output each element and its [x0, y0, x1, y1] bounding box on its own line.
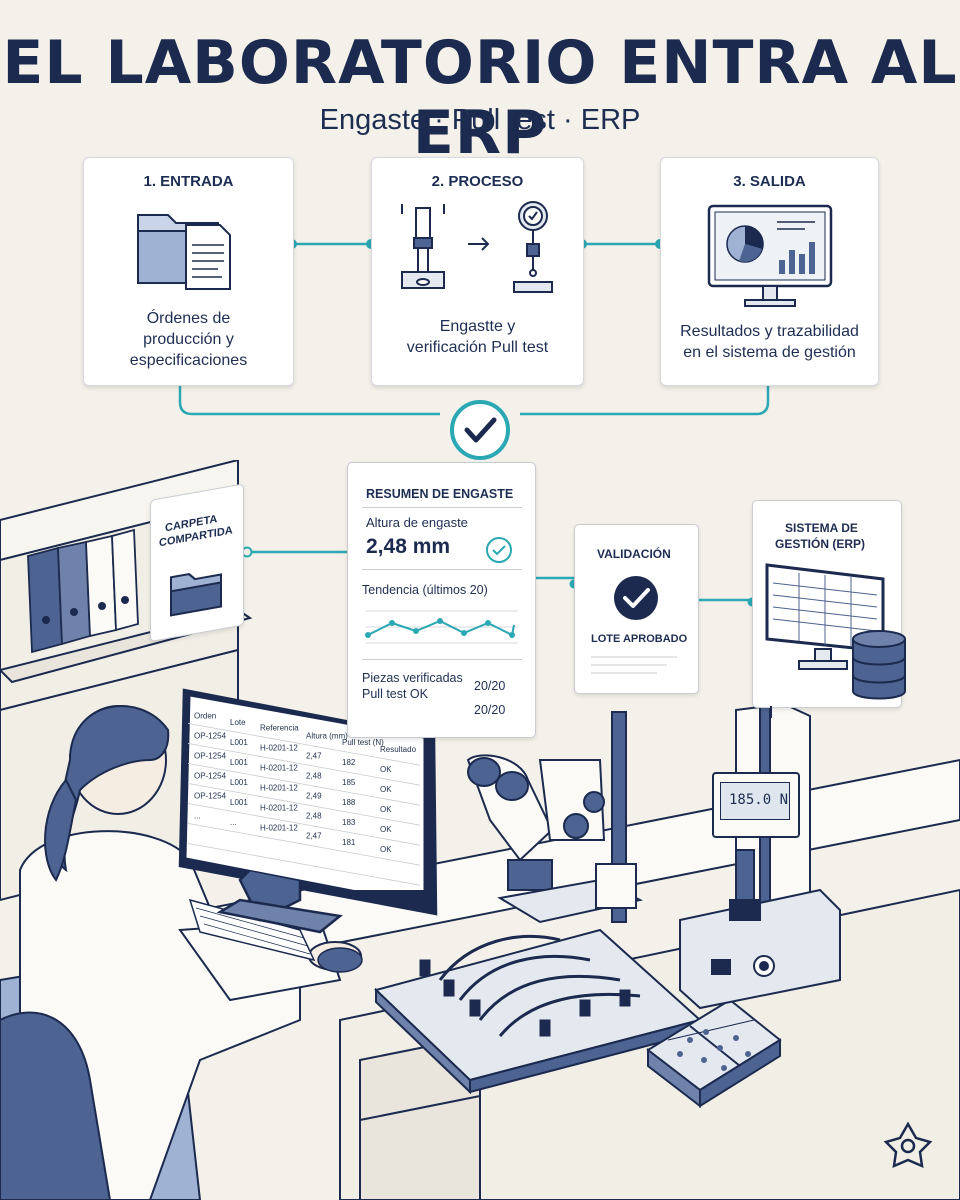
table-cell: OK [380, 845, 392, 854]
table-header-cell: Pull test (N) [342, 738, 384, 747]
summary-divider-2 [362, 569, 522, 570]
table-cell: H-0201-12 [260, 783, 298, 792]
brand-logo-icon [883, 1121, 933, 1169]
step-entrada-title: 1. ENTRADA [143, 173, 234, 190]
step-salida-card: 3. SALIDA Resultados y trazabilidad en e… [660, 157, 879, 386]
folder-icon [170, 573, 222, 617]
force-gauge: 185.0 N [712, 772, 800, 838]
lab-illustration [0, 460, 960, 1200]
table-cell: 2,47 [306, 832, 322, 841]
step-entrada-text-3: especificaciones [129, 352, 248, 369]
erp-title-2: GESTIÓN (ERP) [775, 537, 866, 551]
step-salida-text-1: Resultados y trazabilidad [680, 323, 859, 340]
table-cell: ... [194, 812, 201, 821]
step-proceso-title: 2. PROCESO [431, 173, 524, 190]
table-row-line [187, 843, 421, 886]
table-cell: H-0201-12 [260, 823, 298, 832]
table-cell: 181 [342, 838, 356, 847]
table-cell: L001 [230, 778, 248, 787]
table-header-cell: Resultado [380, 745, 417, 754]
pieces-value: 20/20 [474, 679, 506, 693]
table-cell: OK [380, 785, 392, 794]
trend-sparkline [365, 610, 518, 644]
table-header-cell: Lote [230, 718, 246, 727]
erp-monitor-icon [765, 563, 885, 670]
table-cell: OP-1254 [194, 752, 227, 761]
table-cell: OP-1254 [194, 772, 227, 781]
step-salida-text-2: en el sistema de gestión [683, 344, 856, 361]
table-cell: 183 [342, 818, 356, 827]
table-cell: OP-1254 [194, 792, 227, 801]
erp-panel: SISTEMA DE GESTIÓN (ERP) [752, 500, 906, 708]
step-entrada-text-1: Órdenes de [146, 310, 231, 327]
database-icon [852, 630, 906, 700]
table-cell: OK [380, 765, 392, 774]
trend-label: Tendencia (últimos 20) [362, 583, 488, 597]
table-cell: OK [380, 825, 392, 834]
check-circle-icon [450, 400, 510, 460]
summary-title: RESUMEN DE ENGASTE [366, 487, 514, 501]
step-entrada-card: 1. ENTRADA Órdenes de producción y espec… [83, 157, 294, 386]
table-cell: 2,48 [306, 812, 322, 821]
table-row-line [187, 823, 421, 866]
monitor-charts-icon [707, 204, 833, 307]
summary-divider [362, 507, 522, 508]
table-row-line [187, 723, 421, 766]
gauge-reading: 185.0 N [729, 792, 789, 808]
table-cell: OP-1254 [194, 732, 227, 741]
table-cell: H-0201-12 [260, 763, 298, 772]
table-cell: 2,49 [306, 792, 322, 801]
page-subtitle: Engaste · Pull test · ERP [319, 104, 641, 136]
crimp-summary-panel: RESUMEN DE ENGASTE Altura de engaste 2,4… [347, 462, 536, 738]
pull-value: 20/20 [474, 703, 506, 717]
table-cell: 185 [342, 778, 356, 787]
summary-divider-3 [362, 659, 522, 660]
pieces-label: Piezas verificadas [362, 671, 463, 685]
approved-check-icon [614, 576, 658, 620]
table-row-line [187, 743, 421, 786]
table-cell: H-0201-12 [260, 803, 298, 812]
step-salida-title: 3. SALIDA [733, 173, 806, 190]
table-header-cell: Altura (mm) [306, 732, 348, 741]
erp-connector [770, 706, 772, 718]
table-cell: OK [380, 805, 392, 814]
table-cell: ... [230, 818, 237, 827]
step-proceso-text-2: verificación Pull test [406, 339, 549, 356]
ok-check-icon [486, 537, 512, 563]
pull-label: Pull test OK [362, 687, 428, 701]
table-row-line [187, 783, 421, 826]
step-entrada-text-2: producción y [143, 331, 234, 348]
validation-status: LOTE APROBADO [591, 633, 688, 645]
table-row-line [187, 803, 421, 846]
table-row-line [187, 763, 421, 806]
erp-title-1: SISTEMA DE [785, 521, 858, 535]
validation-title: VALIDACIÓN [597, 547, 671, 561]
table-cell: L001 [230, 738, 248, 747]
table-header-cell: Orden [194, 712, 216, 721]
folder-document-icon [137, 214, 231, 290]
crimp-height-label: Altura de engaste [366, 515, 468, 530]
page-title: EL LABORATORIO ENTRA AL ERP [2, 28, 958, 168]
table-cell: L001 [230, 798, 248, 807]
shared-folder-card: CARPETA COMPARTIDA [150, 483, 244, 642]
table-cell: 2,47 [306, 752, 322, 761]
table-cell: 188 [342, 798, 356, 807]
step-proceso-text-1: Engastte y [439, 318, 516, 335]
table-cell: L001 [230, 758, 248, 767]
validation-lines [591, 656, 677, 674]
table-header-cell: Referencia [260, 723, 299, 732]
crimp-height-value: 2,48 mm [366, 535, 451, 558]
gauge-screen: 185.0 N [720, 782, 790, 820]
table-cell: 2,48 [306, 772, 322, 781]
validation-panel: VALIDACIÓN LOTE APROBADO [574, 524, 699, 694]
table-cell: H-0201-12 [260, 743, 298, 752]
table-cell: 182 [342, 758, 356, 767]
crimp-pull-test-icon [401, 201, 553, 293]
step-proceso-card: 2. PROCESO Engastte y [371, 157, 584, 386]
